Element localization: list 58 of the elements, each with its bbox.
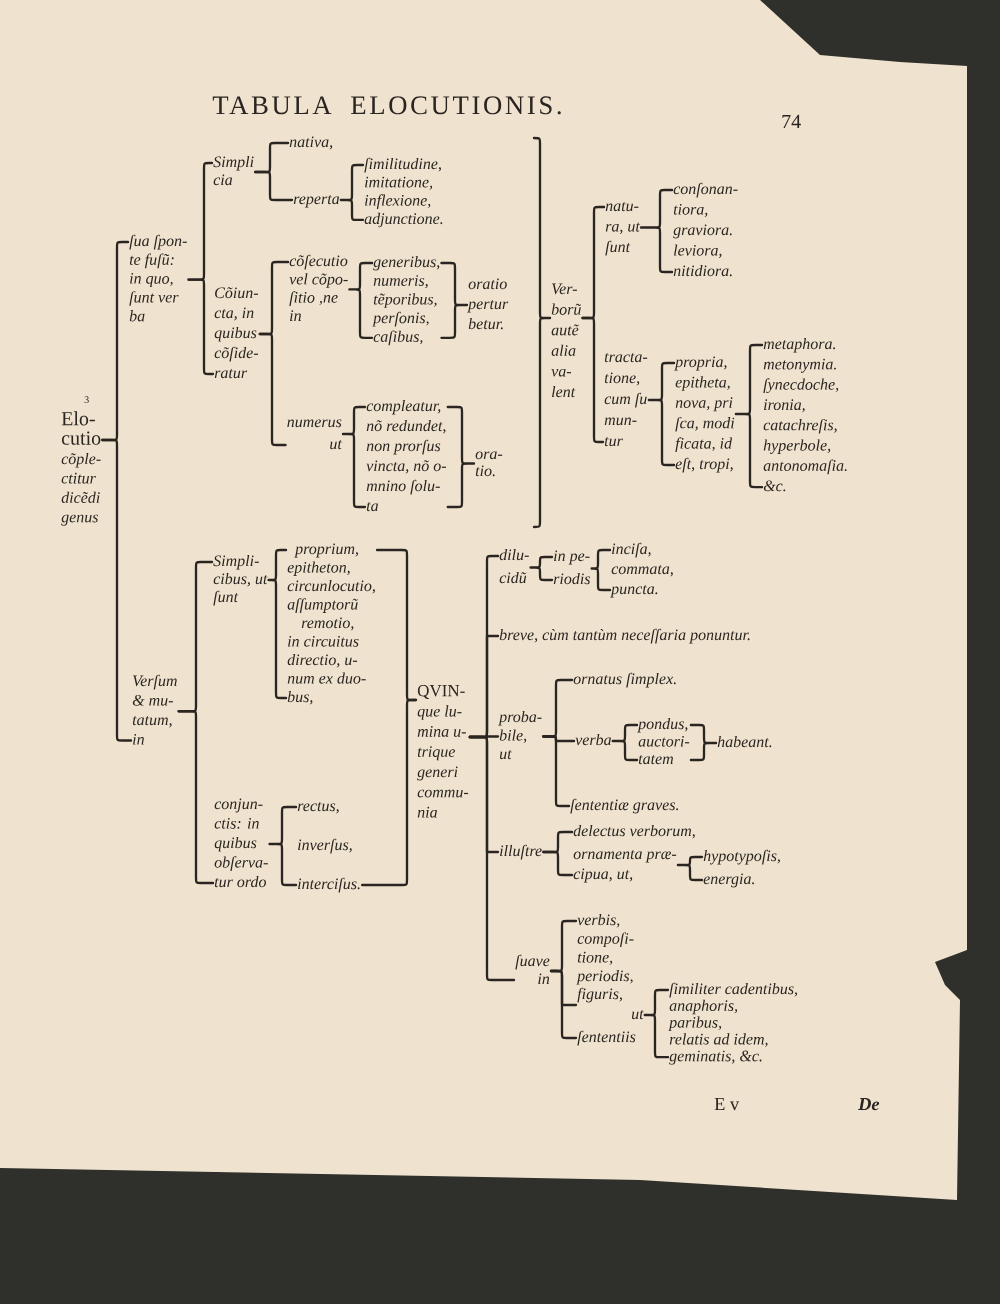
term: reperta — [293, 195, 340, 208]
term: oratio pertur betur. — [467, 278, 509, 330]
term: tracta- tione, cum ſu mun- tur — [604, 353, 648, 447]
term: in pe- riodis — [553, 550, 591, 585]
brace — [611, 723, 639, 762]
term: numerus ut — [287, 419, 343, 450]
brace — [676, 855, 704, 882]
term-list: rectus, inverſus, interciſus. — [297, 802, 360, 893]
signature-mark: E v — [714, 1098, 740, 1111]
term: Cõiun- cta, in quibus cõſide- ratur — [214, 287, 259, 379]
term-list: metaphora. metonymia. ſynecdoche, ironia, catachreſis, hyperbole, antonomaſia. &c. — [763, 337, 847, 492]
term-list: inciſa, commata, puncta. — [610, 542, 673, 598]
term: cõſecutio vel cõpo- ſitio ,ne in — [289, 254, 348, 321]
term: QVIN- que lu- mina u- trique generi commu- nia — [417, 685, 469, 818]
term: ſua ſpon- te fuſũ: in quo, ſunt ver ba — [129, 234, 187, 322]
brace — [542, 735, 571, 808]
term-list: ſimilitudine, imitatione, inflexione, adjunctione. — [364, 157, 443, 228]
term: Elo- cutio cõple- ctitur dicẽdi genus — [61, 411, 101, 526]
brace — [590, 548, 612, 592]
term-list: compleatur, nõ redundet, non prorſus vincta, nõ o- mnino ſolu- ta — [366, 399, 447, 512]
brace — [468, 735, 516, 982]
term: Ver- borũ autẽ alia va- lent — [551, 283, 582, 398]
term-list: ſimiliter cadentibus, anaphoris, paribus, relatis ad idem, geminatis, &c. — [668, 982, 798, 1065]
brace — [361, 698, 418, 887]
term: ſuave in — [515, 954, 550, 984]
term: ornamenta præ- cipua, ut, — [573, 850, 677, 883]
brace — [689, 723, 718, 762]
term: delectus verborum, — [573, 824, 695, 839]
term: Simpli cia — [213, 155, 254, 186]
brace — [542, 850, 574, 877]
term: proba- bile, ut — [498, 710, 542, 760]
term: ora- tio. — [475, 451, 503, 477]
term: illuſtre — [500, 844, 542, 860]
term: natu- ra, ut ſunt — [605, 202, 641, 256]
term-list: generibus, numeris, tẽporibus, perſonis, caſibus, — [372, 255, 440, 346]
term: dilu- cidũ — [499, 548, 529, 584]
reference-mark: 3 — [84, 396, 89, 404]
page-number: 74 — [782, 114, 801, 128]
term-list: hypotypoſis, energia. — [703, 849, 780, 888]
brace — [529, 555, 554, 582]
term: Verſum & mu- tatum, in — [132, 674, 177, 745]
term: habeant. — [717, 735, 772, 748]
term: conjun- ctis: in quibus obſerva- tur ordo — [214, 798, 268, 888]
title: TABULA ELOCUTIONIS. — [212, 96, 561, 115]
term: breve, cùm tantùm neceſſaria ponuntur. — [499, 628, 750, 644]
term: verba — [575, 733, 611, 746]
term: nativa, — [289, 136, 333, 150]
term: Simpli- cibus, ut ſunt — [213, 554, 268, 606]
brace — [254, 170, 294, 202]
brace — [532, 136, 552, 529]
term-list: pondus, auctori- tatem — [637, 717, 690, 765]
term-list: conſonan- tiora, graviora. leviora, nitidiora. — [673, 182, 738, 277]
term: ornatus ſimplex. — [573, 672, 676, 688]
term-list: propria, epitheta, nova, pri ſca, modi ficata, id eſt, tropi, — [674, 356, 735, 473]
term-list: proprium, epitheton, circunlocutio, aſſumptorũ remotio, in circuitus directio, u- num ex duo- bus, — [287, 543, 375, 705]
term: ſententiis — [577, 1030, 636, 1046]
term: ſententiæ graves. — [570, 798, 679, 814]
catchword: De — [858, 1098, 880, 1111]
